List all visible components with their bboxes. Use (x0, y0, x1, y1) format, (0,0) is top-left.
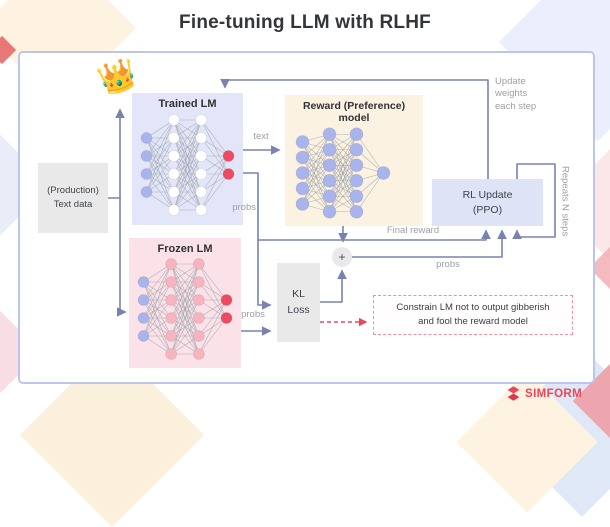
frozen-lm-box: Frozen LM (129, 238, 241, 368)
edge-label-repeats-n-steps: Repeats N steps (559, 166, 571, 237)
trained-lm-network (138, 110, 237, 220)
trained-lm-label: Trained LM (158, 98, 217, 110)
edge-probs-to-rl (351, 229, 507, 258)
reward-model-label: Reward (Preference) model (302, 100, 406, 125)
edge-label-frozen-probs: probs (241, 309, 265, 320)
simform-logo: SIMFORM (506, 386, 582, 401)
frozen-lm-label: Frozen LM (157, 243, 213, 255)
edge-update-weights (220, 79, 489, 180)
production-text-data-box: (Production) Text data (38, 163, 108, 233)
constraint-annotation-box: Constrain LM not to output gibberish and… (373, 295, 573, 335)
edge-kl-to-sum (319, 269, 347, 303)
page-title: Fine-tuning LLM with RLHF (179, 12, 431, 33)
edge-final-reward-to-rl (257, 229, 491, 241)
edge-label-final-reward: Final reward (386, 225, 440, 236)
edge-repeat-loop (512, 163, 556, 239)
frozen-lm-network (135, 255, 235, 363)
edge-label-probs-rl: probs (436, 259, 460, 270)
edge-textdata-to-frozen (117, 197, 127, 317)
edge-label-trained-probs: probs (232, 202, 256, 213)
edge-trained-probs-to-kl (242, 172, 272, 310)
trained-lm-box: Trained LM (132, 93, 243, 225)
edge-label-text: text (253, 131, 269, 142)
connector-layer (107, 79, 556, 336)
reward-model-network (293, 125, 393, 221)
simform-logo-text: SIMFORM (525, 387, 583, 400)
simform-logo-icon (507, 386, 520, 401)
kl-loss-box: KL Loss (277, 263, 320, 342)
sum-plus-node: + (332, 247, 352, 267)
reward-model-box: Reward (Preference) model (285, 95, 423, 226)
edge-label-update-weights: Update weights each step (495, 76, 537, 112)
rl-update-ppo-box: RL Update (PPO) (432, 179, 543, 226)
